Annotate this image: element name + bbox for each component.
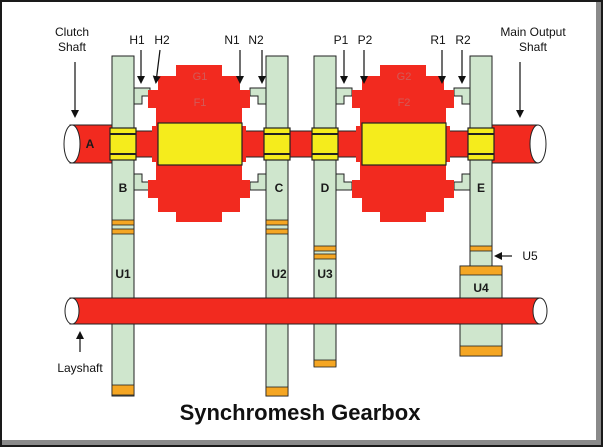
gear-c-shaft <box>265 55 289 397</box>
label-r2: R2 <box>455 33 471 47</box>
u4-ring-bottom <box>459 345 503 357</box>
label-d: D <box>321 181 330 195</box>
gear-b-shaft <box>111 55 135 397</box>
label-p2: P2 <box>358 33 373 47</box>
label-a: A <box>86 137 95 151</box>
diagram-title: Synchromesh Gearbox <box>180 400 422 425</box>
main-output-end <box>529 124 547 164</box>
label-g1: G1 <box>193 71 208 83</box>
label-n1: N1 <box>224 33 240 47</box>
label-main-output-2: Shaft <box>519 40 548 54</box>
label-h2: H2 <box>154 33 170 47</box>
sleeve-f1 <box>157 122 243 166</box>
label-r1: R1 <box>430 33 446 47</box>
label-u4: U4 <box>473 281 489 295</box>
label-clutch-shaft-2: Shaft <box>58 40 87 54</box>
hub-bands <box>110 133 494 155</box>
label-c: C <box>275 181 284 195</box>
layshaft-left-end <box>64 297 80 325</box>
label-f1: F1 <box>194 97 207 109</box>
label-n2: N2 <box>248 33 264 47</box>
clutch-shaft-end <box>63 124 81 164</box>
u4-ring-top <box>459 265 503 276</box>
sleeve-f2 <box>361 122 447 166</box>
label-u5: U5 <box>522 249 538 263</box>
label-u1: U1 <box>115 267 131 281</box>
label-u2: U2 <box>271 267 287 281</box>
label-e: E <box>477 181 485 195</box>
label-f2: F2 <box>398 97 411 109</box>
label-u3: U3 <box>317 267 333 281</box>
gear-e-shaft <box>469 55 493 267</box>
label-g2: G2 <box>397 71 412 83</box>
layshaft-right-end <box>532 297 548 325</box>
pointer-arrows <box>71 49 524 352</box>
label-p1: P1 <box>334 33 349 47</box>
label-b: B <box>119 181 128 195</box>
shaft-teeth <box>133 87 471 191</box>
label-main-output-1: Main Output <box>500 25 566 39</box>
layshaft <box>64 297 548 325</box>
label-h1: H1 <box>129 33 145 47</box>
orange-rings <box>111 219 493 397</box>
label-clutch-shaft-1: Clutch <box>55 25 89 39</box>
layshaft-bar <box>69 297 541 325</box>
label-layshaft: Layshaft <box>57 361 103 375</box>
